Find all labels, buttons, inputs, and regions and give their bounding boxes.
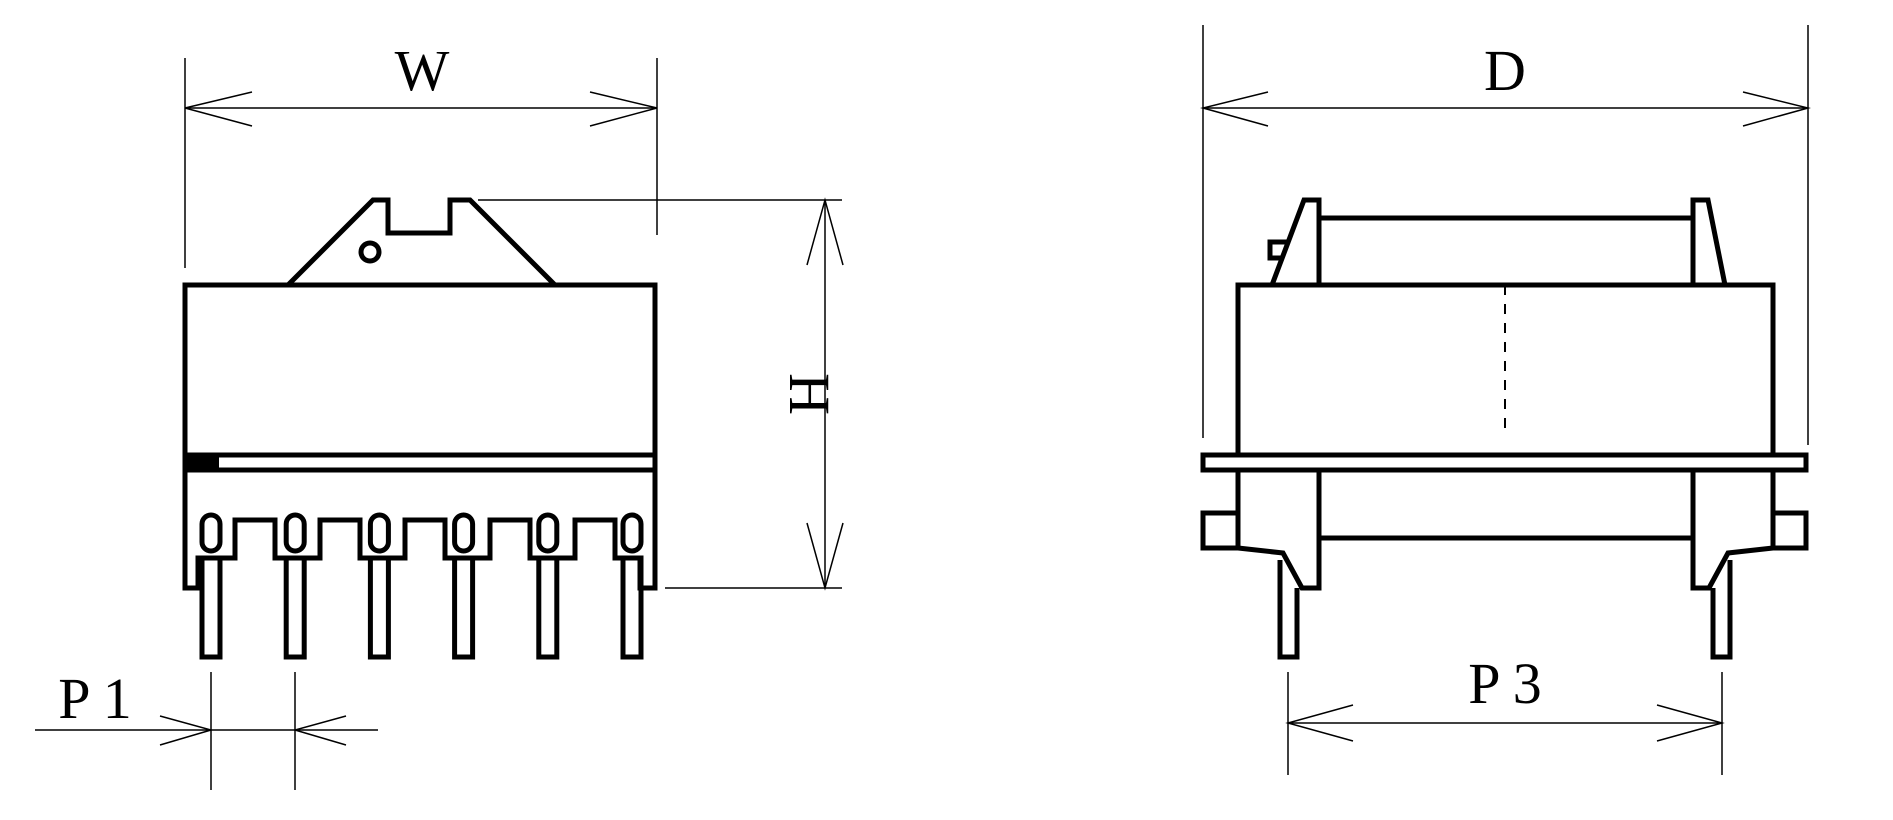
- front-pin-lead: [536, 555, 560, 660]
- front-pin-slot: [536, 512, 560, 554]
- front-clip-hole: [358, 240, 382, 264]
- side-base-flange: [1200, 452, 1809, 473]
- side-clip-tab: [1267, 239, 1288, 261]
- side-right-pin: [1710, 560, 1733, 660]
- front-pin-lead: [452, 555, 476, 660]
- front-pin-lead: [367, 555, 391, 660]
- row-spacing-label: P 3: [1468, 651, 1542, 716]
- front-pin-slot: [199, 512, 223, 554]
- front-pin-group: [199, 512, 644, 660]
- height-dimension: H: [478, 197, 844, 591]
- front-core-body: [182, 282, 658, 458]
- row-spacing-dimension: P 3: [1285, 651, 1725, 775]
- side-left-pin: [1277, 560, 1300, 660]
- pin1-marker: [187, 457, 219, 468]
- depth-label: D: [1484, 38, 1526, 103]
- side-left-side-tab: [1200, 510, 1241, 551]
- pin-pitch-dimension: P 1: [35, 666, 378, 790]
- side-right-side-tab: [1770, 510, 1809, 551]
- height-label: H: [777, 373, 842, 415]
- side-right-flange: [1690, 197, 1728, 286]
- pin-pitch-label: P 1: [58, 666, 132, 731]
- front-pin-carrier: [182, 470, 658, 591]
- front-pin-lead: [620, 555, 644, 660]
- side-view: [1200, 197, 1809, 660]
- front-pin-lead: [199, 555, 223, 660]
- width-label: W: [395, 38, 450, 103]
- front-top-clip: [286, 197, 557, 287]
- front-pin-slot: [452, 512, 476, 554]
- front-pin-lead: [283, 555, 307, 660]
- front-view: [182, 197, 658, 660]
- front-pin-slot: [283, 512, 307, 554]
- front-base-strip: [182, 452, 658, 473]
- width-dimension: W: [184, 38, 658, 268]
- front-pin-slot: [367, 512, 391, 554]
- front-pin-slot: [620, 512, 644, 554]
- depth-dimension: D: [1200, 25, 1811, 445]
